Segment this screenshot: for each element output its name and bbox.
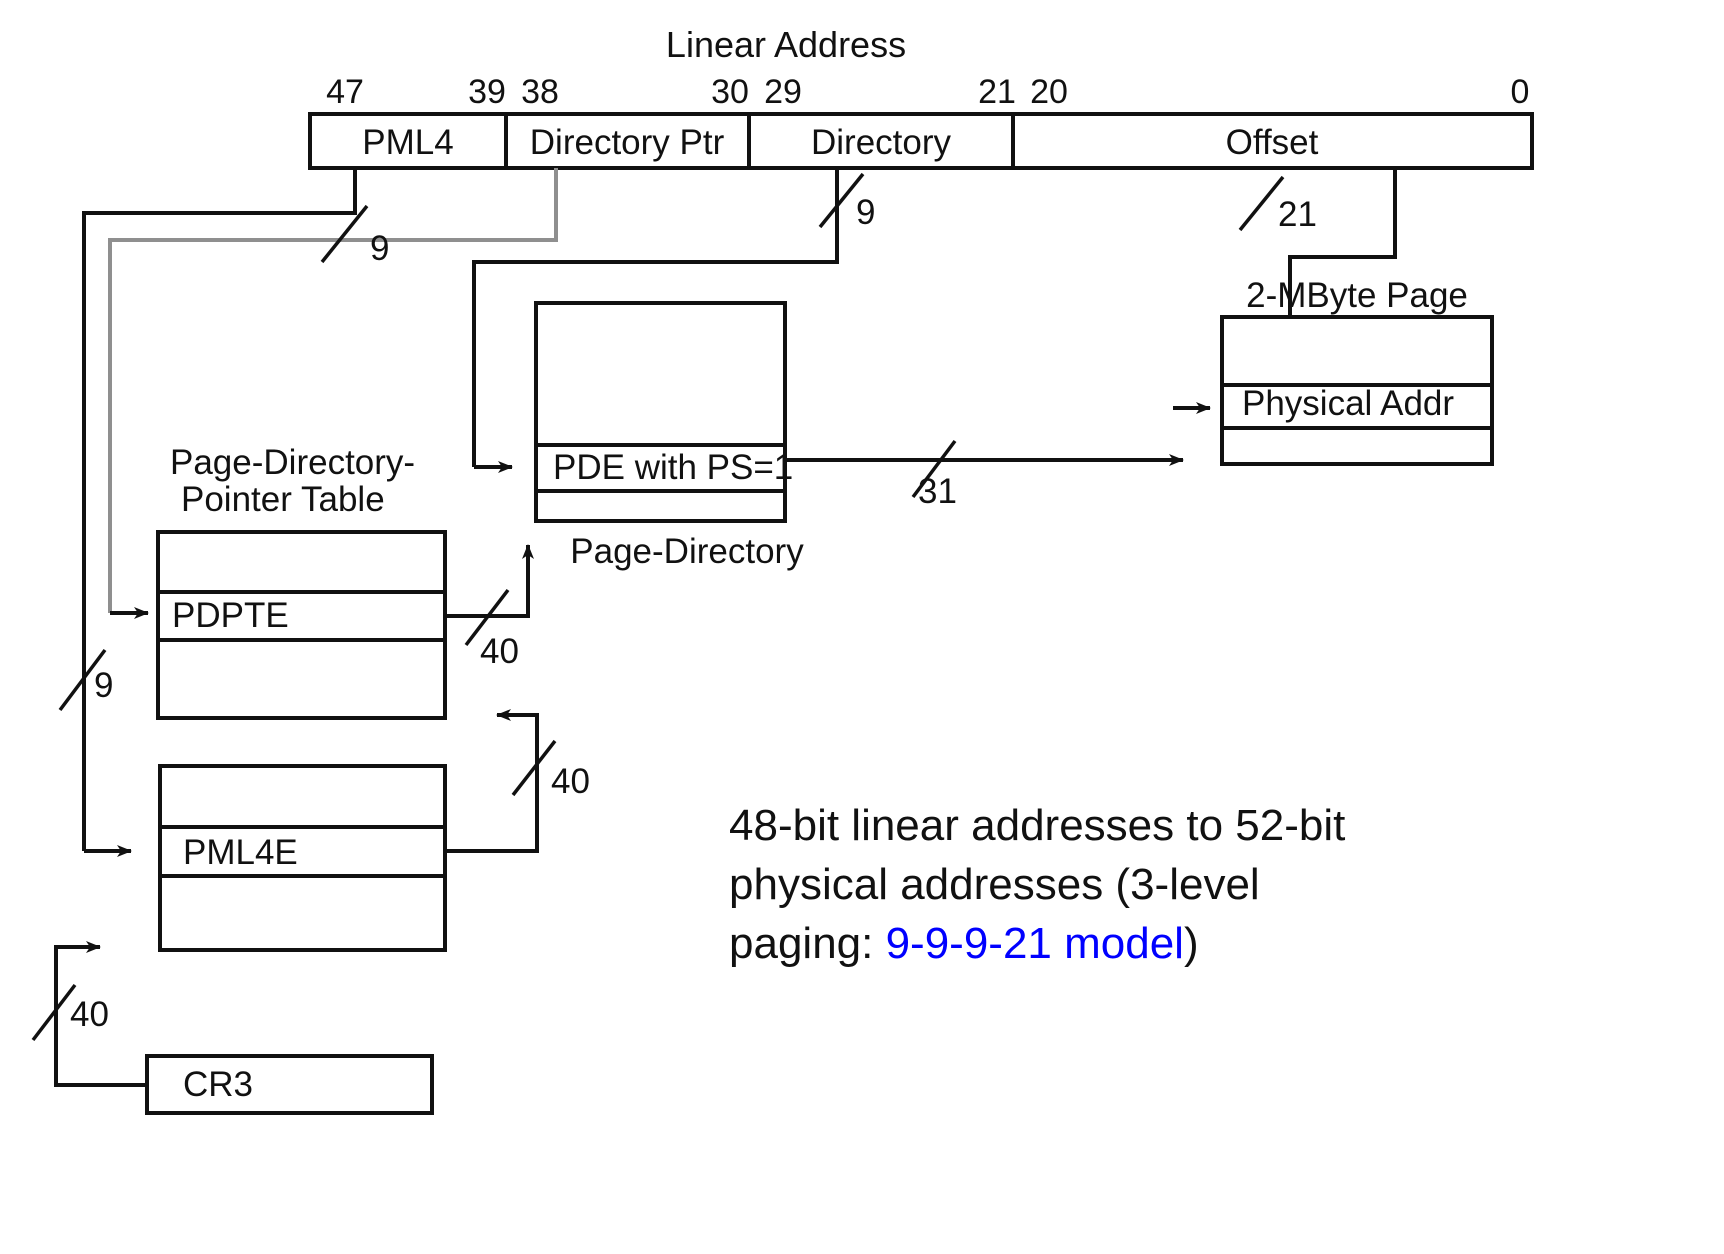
slash-label-pdpte-out: 40	[480, 632, 519, 671]
slash-dirptr-width	[320, 204, 369, 264]
bit-label-20: 20	[1030, 73, 1068, 111]
bit-label-39: 39	[468, 73, 506, 111]
pdpt-table: PDPTE	[156, 530, 447, 720]
slash-pml4-width	[58, 648, 107, 712]
page-directory-outer	[534, 301, 787, 523]
slash-label-directory-width: 9	[856, 193, 875, 232]
slash-pde-out	[911, 439, 957, 499]
bit-label-30: 30	[711, 73, 749, 111]
field-offset-label: Offset	[1226, 123, 1319, 162]
slash-cr3-out	[31, 983, 77, 1042]
note-line-1: 48-bit linear addresses to 52-bit	[729, 801, 1345, 850]
field-directory-ptr-label: Directory Ptr	[530, 123, 725, 162]
route-pdpte-to-page-directory	[445, 544, 534, 618]
route-cr3-to-pml4-table	[54, 941, 147, 1087]
cr3-register: CR3	[145, 1054, 434, 1115]
slash-offset-width	[1238, 175, 1285, 232]
route-pml4-to-pml4e	[82, 168, 357, 851]
page-directory-caption: Page-Directory	[570, 532, 804, 571]
slash-pdpte-out	[464, 588, 510, 647]
pdpt-caption-line1: Page-Directory-	[170, 443, 415, 482]
pml4-table: PML4E	[158, 764, 447, 952]
linear-address-bar: PML4 Directory Ptr Directory Offset	[308, 112, 1534, 170]
pdpt-entry-label: PDPTE	[172, 596, 289, 635]
note-line-3: paging: 9-9-9-21 model)	[729, 919, 1199, 968]
diagram-title: Linear Address	[666, 24, 906, 65]
pml4-table-outer	[158, 764, 447, 952]
bit-label-0: 0	[1511, 73, 1530, 111]
field-pml4-label: PML4	[362, 123, 453, 162]
slash-pml4e-out	[511, 739, 557, 797]
page-frame-outer	[1220, 315, 1494, 466]
pdpt-outer	[156, 530, 447, 720]
pml4e-entry-label: PML4E	[183, 833, 298, 872]
slash-label-cr3-out: 40	[70, 995, 109, 1034]
route-dirptr-to-pdpte	[108, 168, 558, 613]
note-line-2: physical addresses (3-level	[729, 860, 1260, 909]
note-line-3-highlight: 9-9-9-21 model	[886, 919, 1184, 968]
page-frame-entry-label: Physical Addr	[1242, 384, 1454, 423]
slash-label-pml4-width: 9	[94, 666, 113, 705]
note-line-3-prefix: paging:	[729, 919, 886, 968]
bit-label-21: 21	[978, 73, 1016, 111]
linear-address-outer	[308, 112, 1534, 170]
field-directory-label: Directory	[811, 123, 952, 162]
route-directory-to-pde	[472, 168, 839, 467]
bit-label-29: 29	[764, 73, 802, 111]
note-line-3-suffix: )	[1184, 919, 1199, 968]
slash-label-pde-out: 31	[918, 472, 957, 511]
route-pml4e-to-pdpt	[445, 709, 539, 853]
slash-directory-width	[818, 172, 865, 229]
page-frame-caption: 2-MByte Page	[1246, 276, 1468, 315]
cr3-entry-label: CR3	[183, 1065, 253, 1104]
bit-label-38: 38	[521, 73, 559, 111]
page-directory-table: PDE with PS=1	[534, 301, 793, 523]
slash-label-offset-width: 21	[1278, 195, 1317, 234]
cr3-outer	[145, 1054, 434, 1115]
bit-label-47: 47	[326, 73, 364, 111]
slash-label-dirptr-width: 9	[370, 229, 389, 268]
slash-label-pml4e-out: 40	[551, 762, 590, 801]
pdpt-caption-line2: Pointer Table	[181, 480, 385, 519]
page-frame-table: Physical Addr	[1220, 315, 1494, 466]
page-directory-entry-label: PDE with PS=1	[553, 448, 793, 487]
